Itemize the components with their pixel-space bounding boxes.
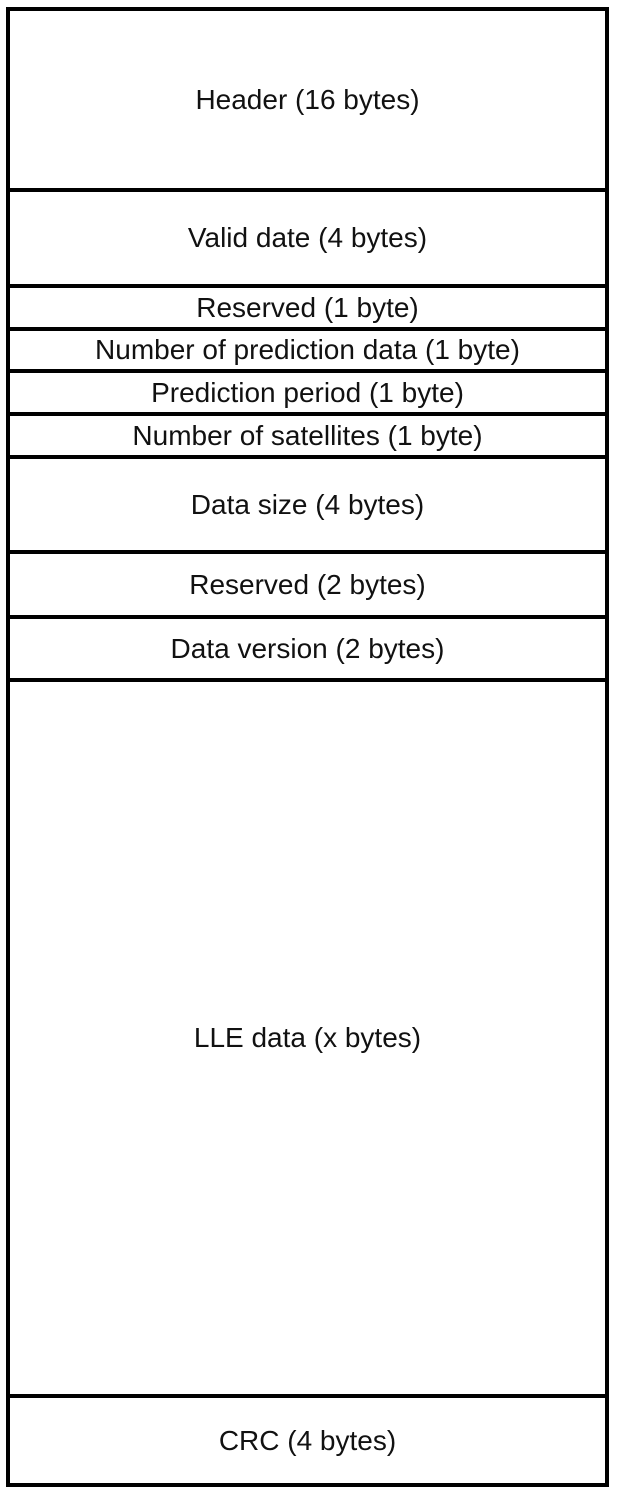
prediction-period-field-label: Prediction period (1 byte) — [151, 376, 464, 408]
data-size-field: Data size (4 bytes) — [10, 459, 605, 554]
number-of-satellites-field: Number of satellites (1 byte) — [10, 416, 605, 459]
crc-field-label: CRC (4 bytes) — [218, 1424, 397, 1456]
data-version-field: Data version (2 bytes) — [10, 619, 605, 682]
valid-date-field-label: Valid date (4 bytes) — [187, 222, 428, 253]
number-of-satellites-field-label: Number of satellites (1 byte) — [132, 419, 483, 451]
packet-structure-diagram: Header (16 bytes) Valid date (4 bytes) R… — [6, 7, 609, 1487]
header-field: Header (16 bytes) — [10, 11, 605, 192]
reserved-2-bytes-field-label: Reserved (2 bytes) — [189, 568, 426, 600]
prediction-period-field: Prediction period (1 byte) — [10, 373, 605, 416]
lle-data-field-label: LLE data (x bytes) — [193, 1022, 422, 1053]
header-field-label: Header (16 bytes) — [195, 83, 420, 115]
crc-field: CRC (4 bytes) — [10, 1398, 605, 1483]
reserved-1-byte-field-label: Reserved (1 byte) — [196, 291, 419, 323]
number-of-prediction-data-field: Number of prediction data (1 byte) — [10, 331, 605, 373]
reserved-2-bytes-field: Reserved (2 bytes) — [10, 554, 605, 619]
data-size-field-label: Data size (4 bytes) — [190, 488, 425, 520]
number-of-prediction-data-field-label: Number of prediction data (1 byte) — [95, 334, 520, 365]
reserved-1-byte-field: Reserved (1 byte) — [10, 288, 605, 331]
data-version-field-label: Data version (2 bytes) — [170, 632, 445, 664]
valid-date-field: Valid date (4 bytes) — [10, 192, 605, 288]
lle-data-field: LLE data (x bytes) — [10, 682, 605, 1398]
